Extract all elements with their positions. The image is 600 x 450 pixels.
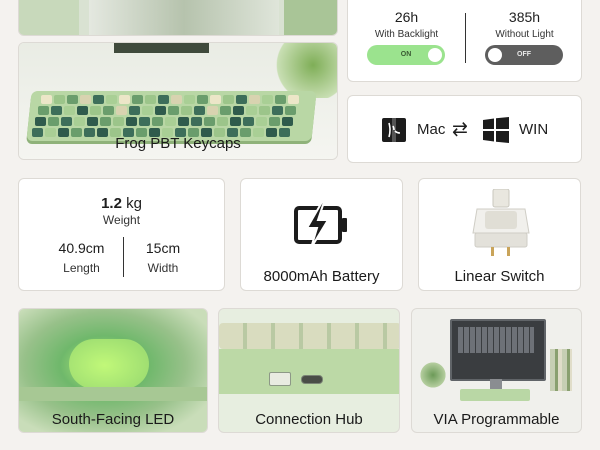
led-card: South-Facing LED [18,308,208,433]
weight-value: 1.2 kg [19,195,224,212]
key-row [38,106,296,115]
keycaps-caption: Frog PBT Keycaps [115,135,241,152]
os-compatibility-card: Mac ⇄ WIN [347,95,582,163]
spec-divider [123,237,124,277]
battery-caption: 8000mAh Battery [263,268,380,285]
width-value: 15cm [145,240,181,256]
switch-caption: Linear Switch [454,268,545,285]
battery-life-card: 26h With Backlight ON 385h Without Light… [347,0,582,82]
mode-switch-icon [269,372,291,386]
battery-card: 8000mAh Battery [240,178,403,291]
led-caption: South-Facing LED [51,411,175,428]
backlight-on-toggle: ON [367,45,445,65]
weight-label: Weight [102,213,141,227]
weight-number: 1.2 [101,195,122,212]
stat-divider [465,13,466,63]
with-backlight-label: With Backlight [374,29,439,40]
hub-caption: Connection Hub [255,411,363,428]
hub-case [219,349,399,394]
width-label: Width [147,261,179,275]
backlight-off-label: OFF [517,51,531,58]
monitor-keyboard-layout [458,327,534,353]
case-edge [19,387,207,401]
without-light-label: Without Light [495,29,554,40]
books [550,349,572,391]
connection-hub-card: Connection Hub [218,308,400,433]
led-glow [69,339,149,389]
via-card: VIA Programmable [411,308,582,433]
frog-keycaps-card: Frog PBT Keycaps [18,42,338,160]
win-label: WIN [519,121,549,138]
key-row [32,128,290,137]
windows-logo-icon [483,117,509,143]
battery-bolt-icon [294,201,350,249]
weight-unit: kg [126,195,142,212]
backlight-off-toggle: OFF [485,45,563,65]
toggle-knob [428,48,442,62]
switch-photo [471,188,531,257]
apple-logo-icon [382,118,406,142]
monitor-stand [114,43,209,53]
key-row [35,117,293,126]
switch-card: Linear Switch [418,178,581,291]
mac-label: Mac [417,121,446,138]
plant-leaves [274,43,337,98]
key-row [41,95,299,104]
toggle-knob [488,48,502,62]
backlight-on-label: ON [400,51,412,58]
monitor-stand [490,379,502,389]
without-light-hours: 385h [508,9,541,25]
desk-keyboard [460,389,530,401]
usb-c-port-icon [301,375,323,384]
dimensions-card: 1.2 kg Weight 40.9cm Length 15cm Width [18,178,225,291]
keycap-top-row [219,323,399,349]
switch-arrows-icon: ⇄ [452,119,468,140]
top-keyboard-photo-card [18,0,338,36]
plant-decoration [420,359,446,391]
with-backlight-hours: 26h [394,9,419,25]
length-label: Length [63,261,100,275]
length-value: 40.9cm [58,240,105,256]
via-caption: VIA Programmable [433,411,560,428]
